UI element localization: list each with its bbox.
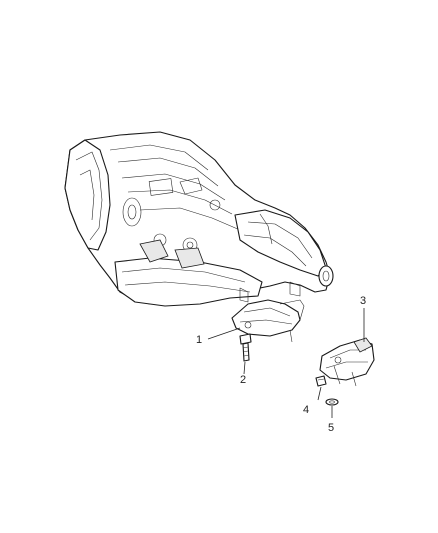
transmission-assembly [64,131,334,307]
leader-4 [317,386,322,401]
leader-1 [207,327,241,340]
leader-2 [243,361,246,375]
callout-3: 3 [360,295,366,307]
callout-4: 4 [303,404,309,416]
washer-part-5 [325,398,339,406]
leader-lines [207,308,365,418]
bracket-part-1 [231,299,305,343]
callout-5: 5 [328,422,334,434]
callout-1: 1 [196,334,202,346]
bolt-part-2 [239,333,252,362]
callout-labels: 1 2 3 4 5 [196,295,366,434]
callout-2: 2 [240,374,246,386]
mount-part-3 [319,337,375,387]
nut-part-4 [315,375,327,387]
